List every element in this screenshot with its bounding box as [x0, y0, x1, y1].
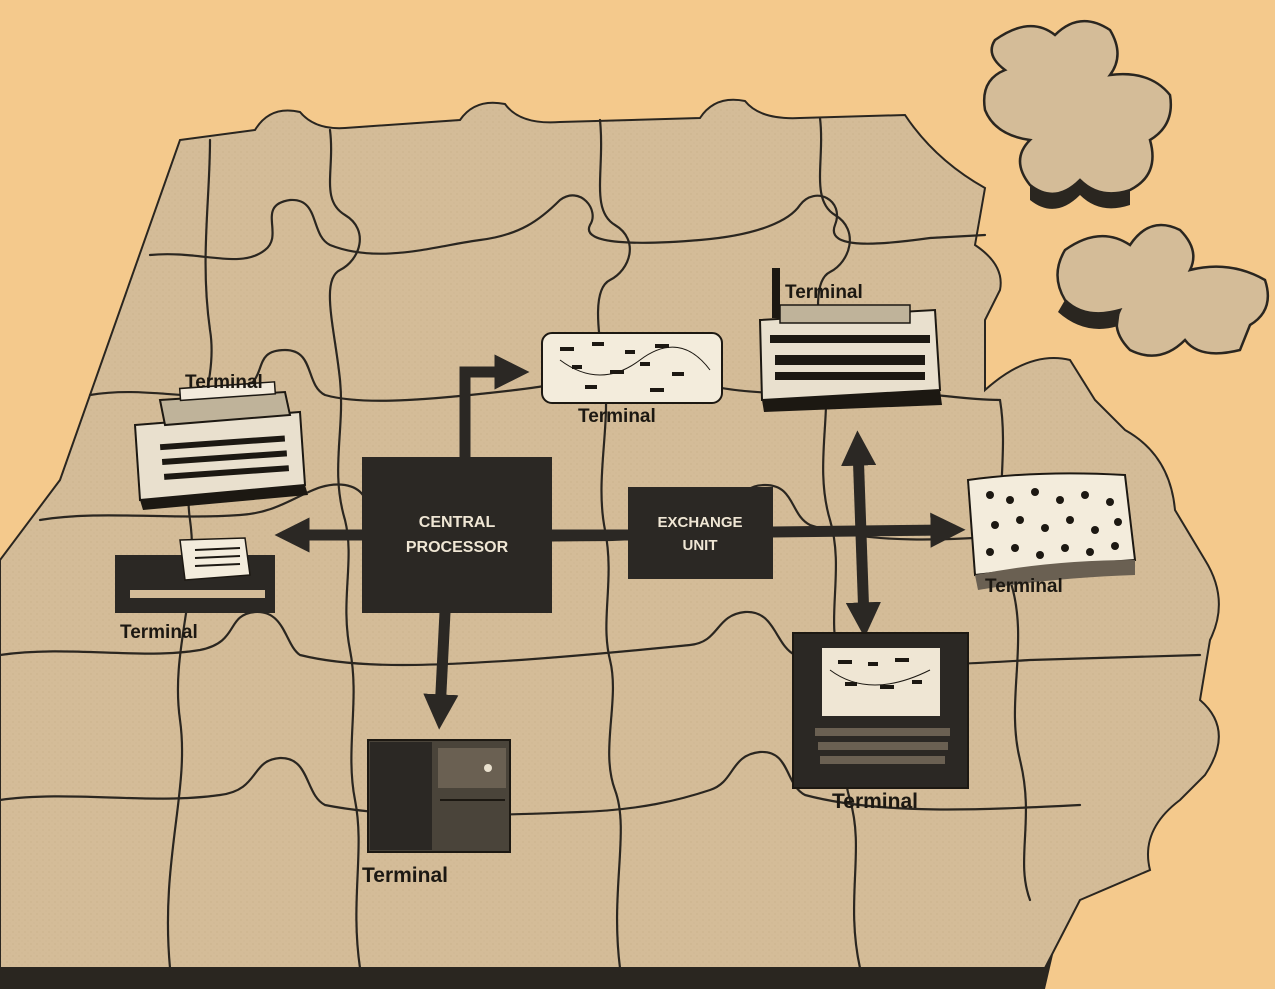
typewriter-terminal-label: Terminal [185, 372, 263, 393]
exchange-unit-label-line1: EXCHANGE [657, 514, 742, 531]
disk-unit-terminal-label: Terminal [362, 864, 448, 887]
loose-puzzle-piece-1 [984, 21, 1171, 209]
teleprinter-terminal-label: Terminal [785, 282, 863, 303]
central-processor-box: CENTRAL PROCESSOR [362, 457, 552, 613]
video-display-terminal: Terminal [793, 633, 968, 813]
arrow-processor-to-bottom [440, 612, 445, 712]
loose-puzzle-piece-2 [1058, 225, 1268, 356]
exchange-unit-box: EXCHANGE UNIT [628, 487, 773, 579]
arrow-exchange-vertical [858, 448, 864, 620]
card-reader-terminal-label: Terminal [578, 406, 656, 427]
punched-tape-terminal-label: Terminal [985, 576, 1063, 597]
exchange-unit-label-line2: UNIT [683, 537, 718, 554]
central-processor-label-line2: PROCESSOR [406, 539, 509, 556]
video-display-terminal-label: Terminal [832, 790, 918, 813]
printer-terminal-label: Terminal [120, 622, 198, 643]
central-processor-label-line1: CENTRAL [419, 514, 496, 531]
